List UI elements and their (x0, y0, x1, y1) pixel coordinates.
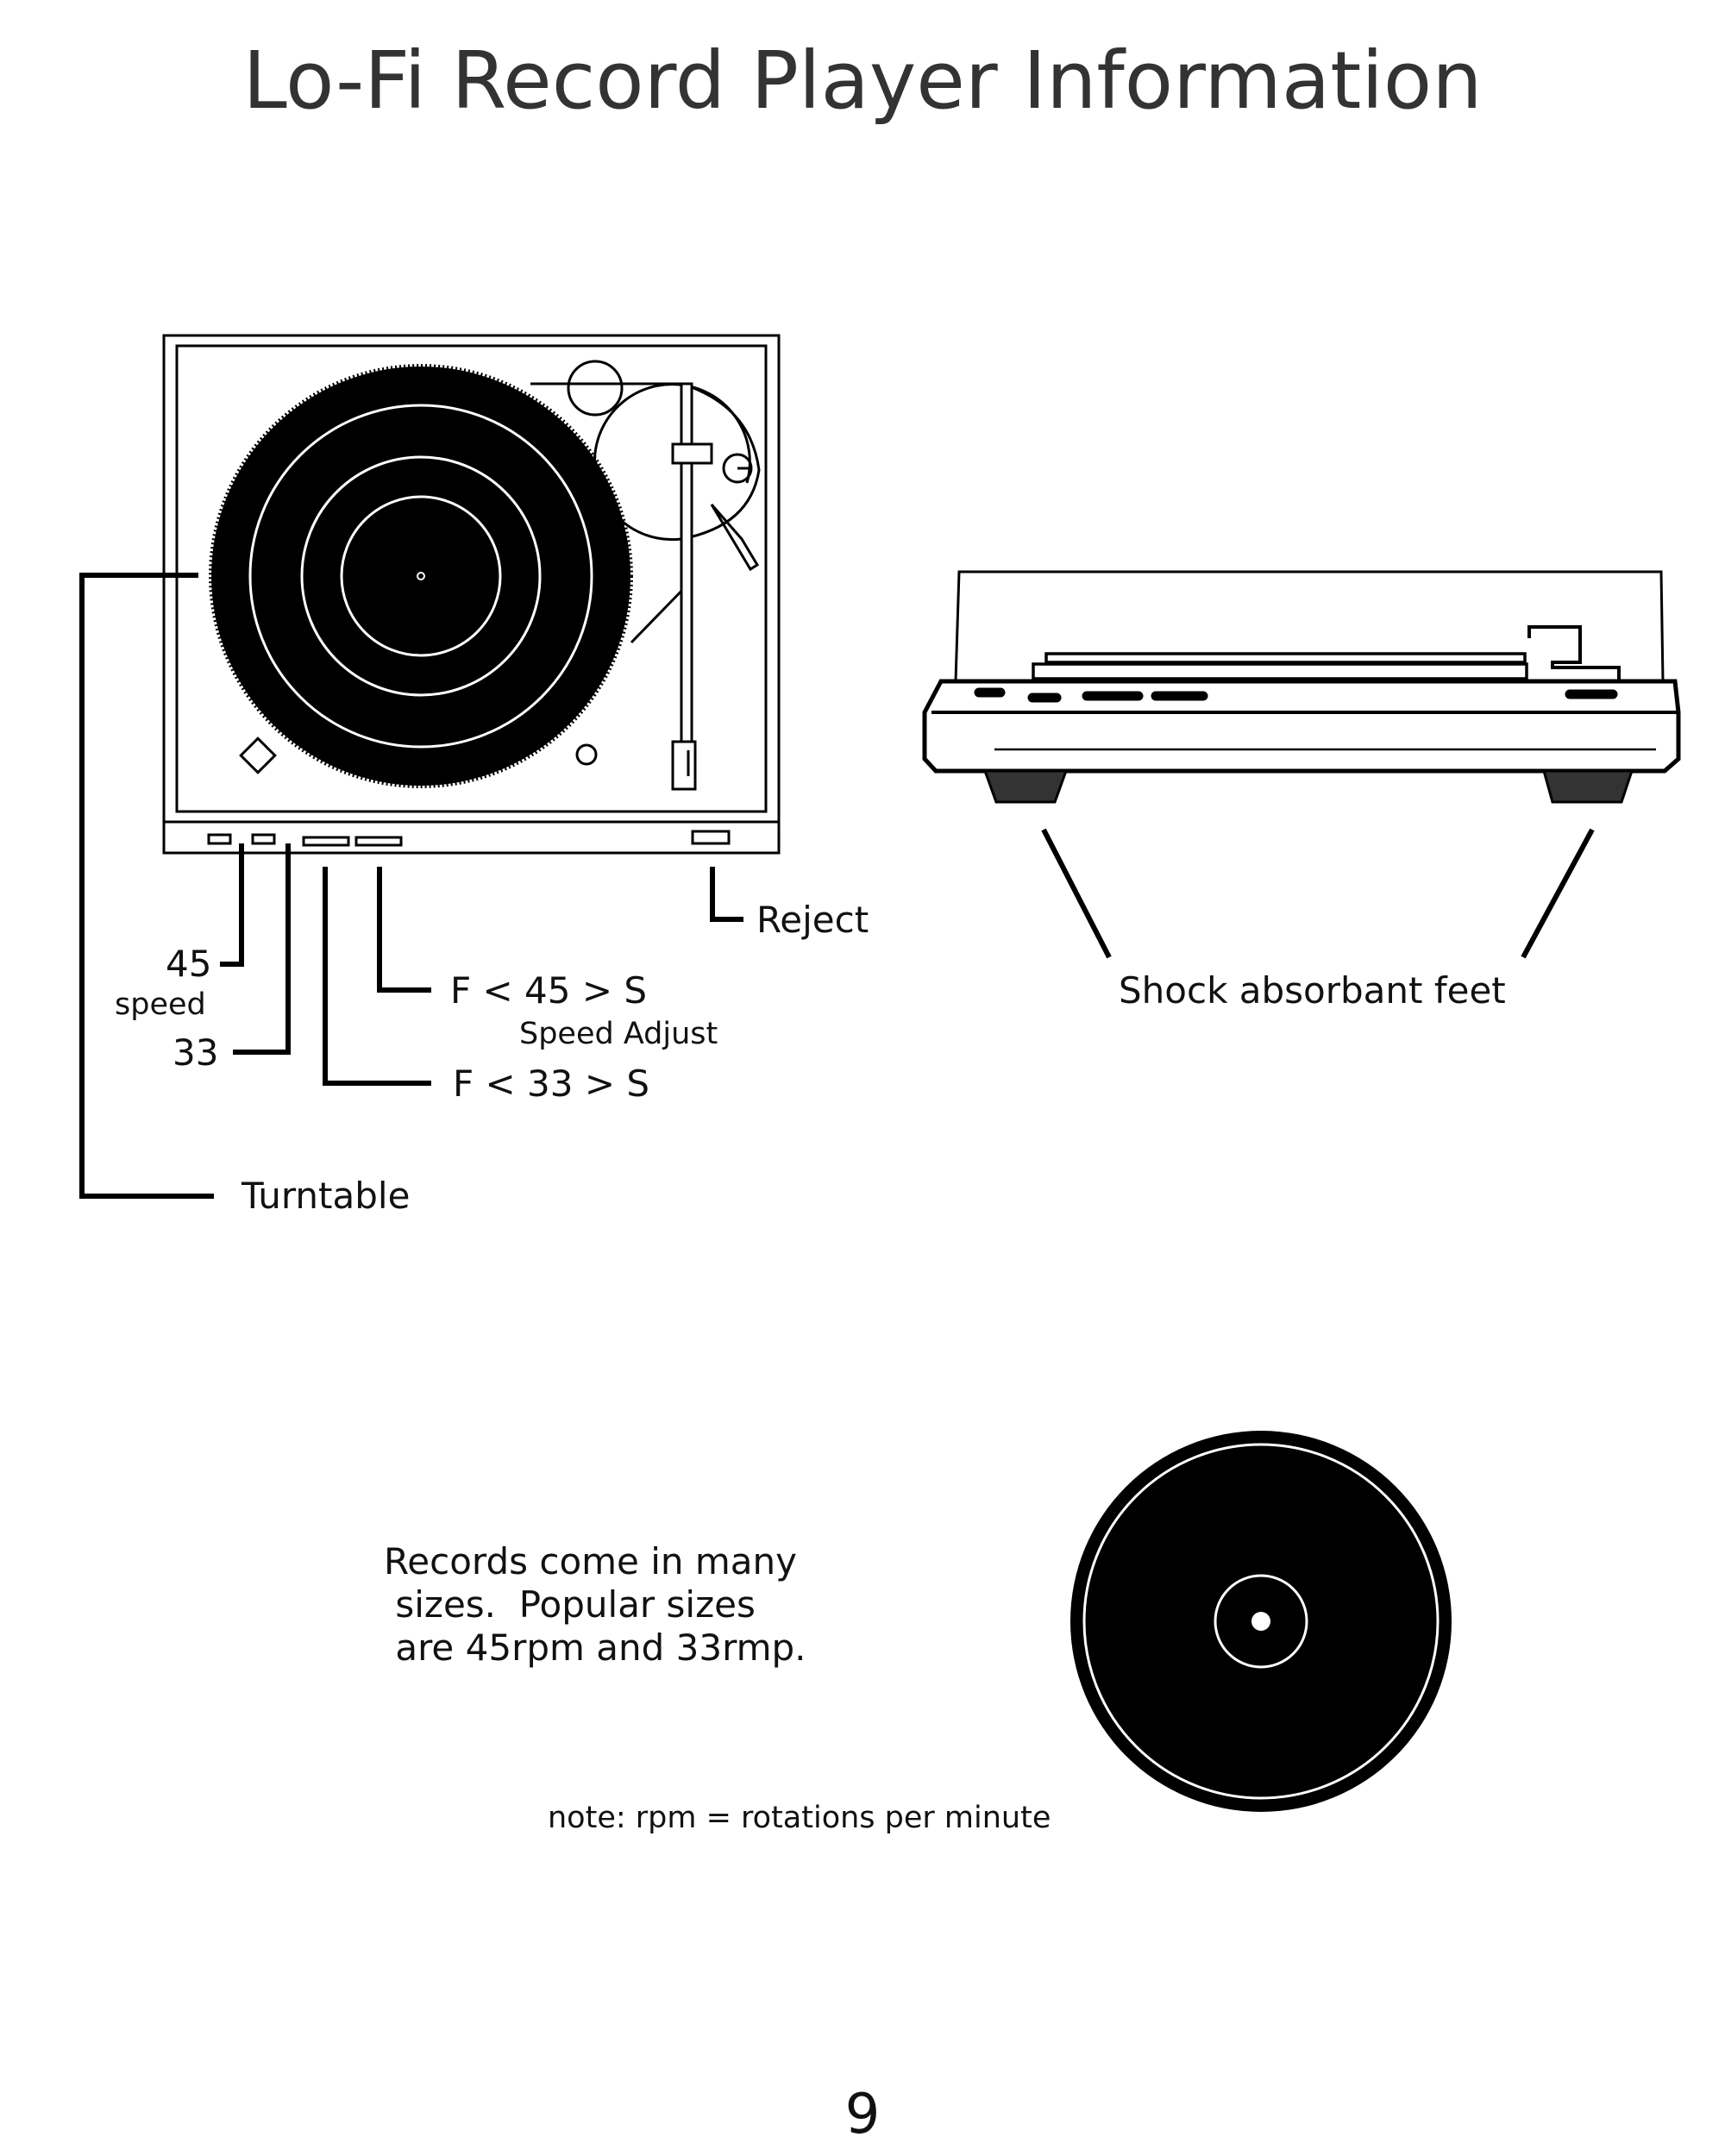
rpm-note: note: rpm = rotations per minute (548, 1801, 1051, 1835)
tonearm-pivot (722, 453, 753, 484)
record-label-ring (1214, 1574, 1308, 1669)
turntable-side-view (922, 570, 1681, 804)
turntable-inner-frame (175, 344, 768, 813)
slider-adjust-33 (302, 836, 350, 847)
leader-foot-left (1041, 828, 1112, 959)
leader-turntable (79, 573, 214, 1199)
record-outer-groove (1082, 1443, 1440, 1800)
label-reject: Reject (756, 899, 869, 941)
leader-lines-feet (1041, 828, 1595, 959)
spindle (417, 572, 425, 580)
button-33 (251, 833, 276, 845)
button-reject (691, 830, 731, 845)
label-adjust-33: F < 33 > S (453, 1062, 650, 1105)
turntable-top-view (162, 334, 781, 855)
slider-adjust-45 (354, 836, 403, 847)
leader-foot-right (1521, 828, 1595, 959)
label-speed-45: 45 (166, 943, 212, 985)
platter-side (1044, 652, 1527, 664)
label-turntable: Turntable (242, 1175, 411, 1217)
label-adjust-45: F < 45 > S (450, 969, 648, 1012)
page-number: 9 (844, 2083, 881, 2147)
foot-right (1542, 769, 1634, 804)
turntable-outer-frame (162, 334, 781, 855)
tonearm-rest-clip (671, 442, 713, 465)
headshell (671, 740, 697, 791)
label-speed-caption: speed (115, 987, 206, 1022)
tonearm-base-arc (593, 383, 751, 542)
record-groove-1 (248, 404, 593, 749)
platter (217, 373, 624, 780)
tonearm-side (1527, 625, 1621, 681)
records-text-line-3: are 45rpm and 33rmp. (384, 1626, 806, 1669)
leader-lines-top-view (79, 573, 743, 1199)
leader-reject (710, 867, 743, 922)
record-groove-2 (300, 455, 542, 697)
record-disc (1070, 1431, 1452, 1812)
record-label-area (340, 495, 502, 657)
button-45 (207, 833, 232, 845)
dust-cover (954, 570, 1665, 682)
label-speed-adjust: Speed Adjust (519, 1017, 718, 1051)
label-shock-absorbant-feet: Shock absorbant feet (1119, 969, 1506, 1012)
records-text-line-1: Records come in many (384, 1540, 798, 1583)
record-center-hole (1251, 1612, 1270, 1631)
foot-left (982, 769, 1069, 804)
leader-speed-33 (233, 843, 291, 1055)
leader-speed-45 (220, 843, 244, 967)
records-text-line-2: sizes. Popular sizes (384, 1583, 756, 1626)
tonearm-guide-line (530, 382, 761, 541)
side-controls (974, 687, 1618, 703)
cue-lever (710, 504, 760, 572)
leader-adjust-45 (377, 867, 431, 993)
page-title: Lo-Fi Record Player Information (242, 34, 1483, 127)
label-speed-33: 33 (172, 1031, 219, 1074)
strobe-light (575, 743, 598, 766)
leader-adjust-33 (323, 867, 431, 1086)
record-side (1032, 662, 1528, 680)
pitch-marker (239, 736, 277, 774)
counterweight-disc (567, 360, 624, 417)
